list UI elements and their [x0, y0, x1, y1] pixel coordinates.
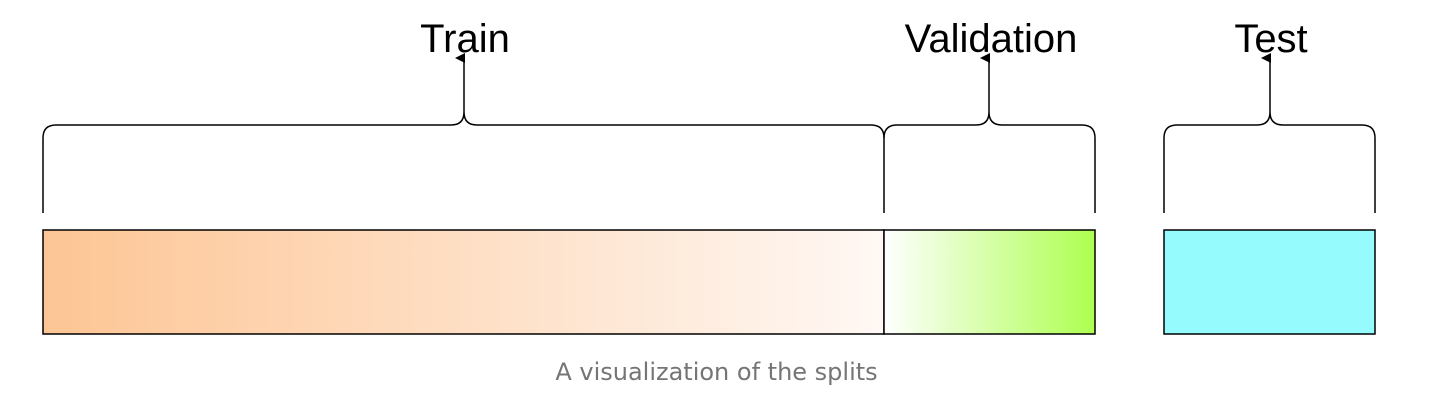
validation-bar	[883, 229, 1096, 335]
figure-caption: A visualization of the splits	[555, 358, 878, 386]
train-brace	[42, 111, 885, 213]
test-bar	[1163, 229, 1376, 335]
test-label: Test	[1234, 17, 1307, 61]
validation-label: Validation	[905, 17, 1078, 61]
train-label: Train	[420, 17, 510, 61]
train-bar	[42, 229, 885, 335]
validation-brace	[883, 111, 1096, 213]
test-brace	[1163, 111, 1376, 213]
